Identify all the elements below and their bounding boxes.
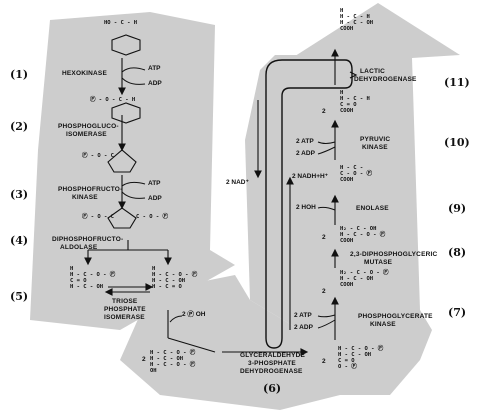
enzyme-pyruvic-kinase-1: PYRUVIC: [360, 136, 391, 143]
arc-atp-10: [317, 141, 336, 144]
enzyme-pgk-1: PHOSPHOGLYCERATE: [358, 313, 433, 320]
arc-pi-6: [169, 315, 183, 323]
enzyme-ldh-1: LACTIC: [360, 68, 386, 75]
cofactor-atp-10: 2 ATP: [296, 138, 314, 145]
cofactor-nadh: 2 NADH+H⁺: [292, 173, 329, 180]
step-number-2: (2): [10, 120, 29, 133]
cofactor-adp-7: 2 ADP: [294, 324, 313, 331]
enzyme-triose-isomerase-2: PHOSPHATE: [104, 306, 146, 313]
glucose-ring: [107, 34, 141, 229]
step-number-10: (10): [444, 136, 470, 149]
arc-adp-1: [121, 77, 146, 85]
enzyme-mutase-2: MUTASE: [364, 259, 393, 266]
enzyme-pgk-2: KINASE: [370, 321, 396, 328]
enzyme-phosphofructo-kinase-2: KINASE: [72, 194, 98, 201]
cofactor-adp-10: 2 ADP: [296, 150, 315, 157]
nad-cycle-loop: [265, 59, 353, 349]
enzyme-pyruvic-kinase-2: KINASE: [362, 144, 388, 151]
enzyme-gapdh-1: GLYCERALDEHYDE: [240, 352, 306, 359]
structure-fructose-bp: Ⓟ - O - C: [82, 214, 114, 220]
cofactor-hoh-9: 2 HOH: [296, 204, 316, 211]
right-pathway-band-arrow: [245, 3, 460, 395]
step-number-9: (9): [448, 202, 467, 215]
cofactor-atp-7: 2 ATP: [294, 312, 312, 319]
arc-atp-3: [121, 181, 146, 187]
cofactor-atp-1: ATP: [148, 65, 161, 72]
step-number-11: (11): [444, 76, 470, 89]
g6p-ring: [111, 102, 141, 124]
enzyme-triose-isomerase-3: ISOMERASE: [104, 314, 145, 321]
cofactor-two-6: 2: [142, 356, 146, 363]
cofactor-adp-3: ADP: [148, 195, 162, 202]
arc-atp-1: [121, 67, 146, 73]
cofactor-two-7: 2: [322, 358, 326, 365]
step-number-6: (6): [263, 382, 282, 395]
arc-adp-7: [317, 319, 336, 329]
cofactor-nad: 2 NAD⁺: [226, 179, 249, 186]
bottom-pathway-band: [120, 275, 360, 410]
enzyme-enolase: ENOLASE: [356, 205, 389, 212]
step-number-7: (7): [448, 306, 467, 319]
step-number-5: (5): [10, 290, 29, 303]
structure-g6p: Ⓟ - O - C - H: [90, 97, 136, 103]
enzyme-phosphogluco-isomerase-2: ISOMERASE: [66, 131, 107, 138]
arc-adp-10: [317, 146, 336, 155]
enzyme-triose-isomerase-1: TRIOSE: [112, 298, 138, 305]
fructose-bp-ring: [107, 207, 137, 229]
cofactor-two-8: 2: [322, 288, 326, 295]
enzyme-aldolase-1: DIPHOSPHOFRUCTO-: [52, 236, 124, 243]
step-number-4: (4): [10, 234, 29, 247]
step-number-1: (1): [10, 68, 29, 81]
arc-hoh-9: [317, 206, 336, 211]
step-number-8: (8): [448, 246, 467, 259]
loop-arrowhead-top: [349, 71, 358, 79]
cofactor-adp-1: ADP: [148, 80, 162, 87]
structure-glucose: HO - C - H: [104, 20, 138, 26]
enzyme-phosphogluco-isomerase-1: PHOSPHOGLUCO-: [58, 123, 119, 130]
arc-adp-3: [121, 191, 146, 199]
enzyme-mutase-1: 2,3-DIPHOSPHOGLYCERIC: [350, 251, 438, 258]
cofactor-atp-3: ATP: [148, 180, 161, 187]
left-pathway-band: [30, 12, 235, 330]
structure-fructose-bp-right: C - O - Ⓟ: [136, 214, 168, 220]
enzyme-hexokinase: HEXOKINASE: [62, 70, 107, 77]
arc-atp-7: [317, 314, 336, 318]
cofactor-pi-6: 2 Ⓟ OH: [182, 311, 206, 318]
structure-fructose6p: Ⓟ - O - C: [82, 153, 114, 159]
fructose6p-ring: [107, 149, 137, 173]
enzyme-gapdh-3: DEHYDROGENASE: [240, 368, 303, 375]
enzyme-ldh-2: DEHYDROGENASE: [354, 76, 417, 83]
cofactor-two-9: 2: [322, 234, 326, 241]
enzyme-gapdh-2: 3-PHOSPHATE: [248, 360, 296, 367]
step-number-3: (3): [10, 188, 29, 201]
enzyme-aldolase-2: ALDOLASE: [60, 244, 98, 251]
enzyme-phosphofructo-kinase-1: PHOSPHOFRUCTO-: [58, 186, 123, 193]
cofactor-two-11: 2: [322, 108, 326, 115]
